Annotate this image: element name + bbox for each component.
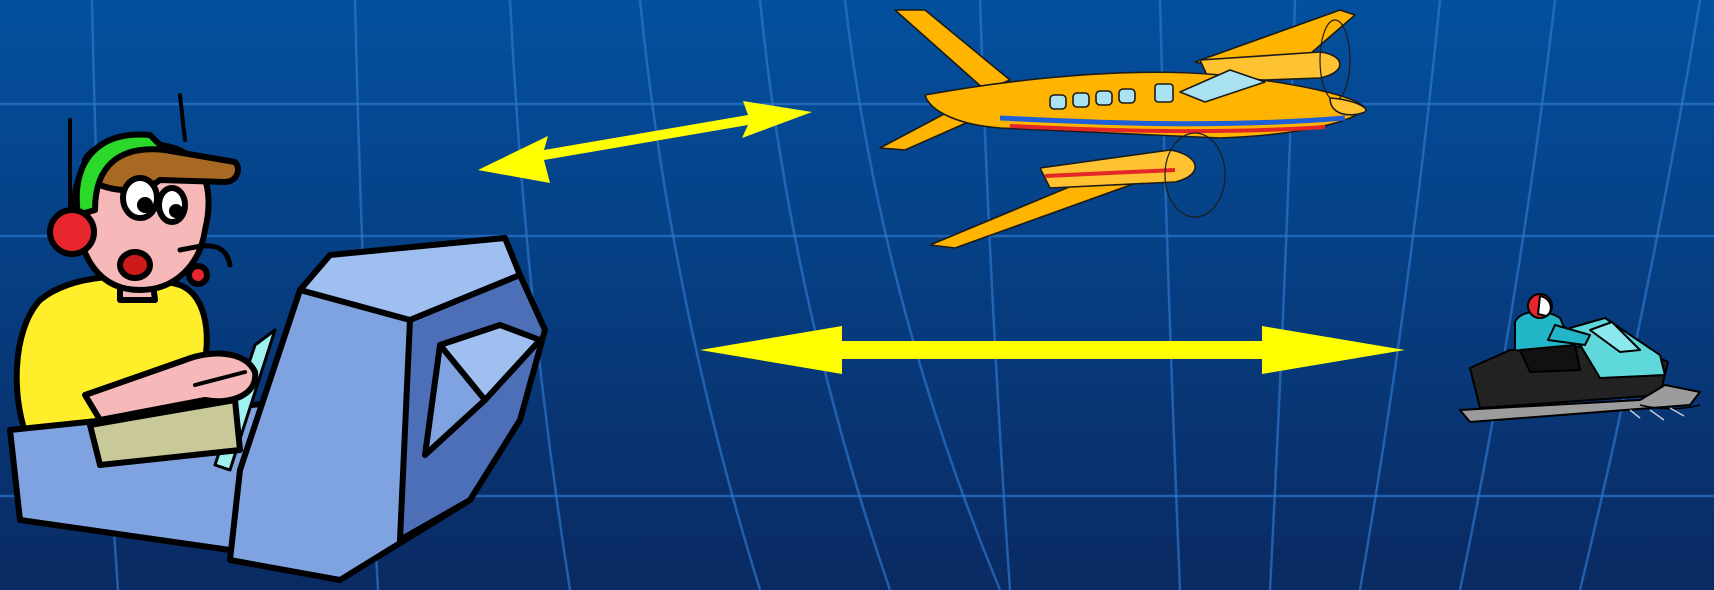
console-top <box>297 235 523 323</box>
snowmobile-ski <box>1459 384 1701 423</box>
microphone <box>186 263 210 287</box>
operator-eye-right <box>156 185 188 225</box>
snow-spray <box>1629 407 1685 421</box>
airplane-tail <box>894 9 1011 91</box>
earphone <box>47 207 97 257</box>
keyboard <box>87 397 243 468</box>
arrow-controller-snowmobile <box>700 326 1405 374</box>
operator-arm <box>82 350 259 423</box>
airplane-engine-near <box>1039 149 1196 189</box>
snowmobile-illustration <box>1459 293 1701 423</box>
operator-eye-left <box>120 175 160 221</box>
operator-mouth <box>117 249 153 281</box>
airplane-cockpit <box>1179 69 1266 103</box>
arrow-controller-aircraft <box>478 101 812 183</box>
headset-band <box>73 131 168 218</box>
radio-operator-illustration <box>7 93 548 583</box>
airplane-illustration <box>879 9 1367 249</box>
